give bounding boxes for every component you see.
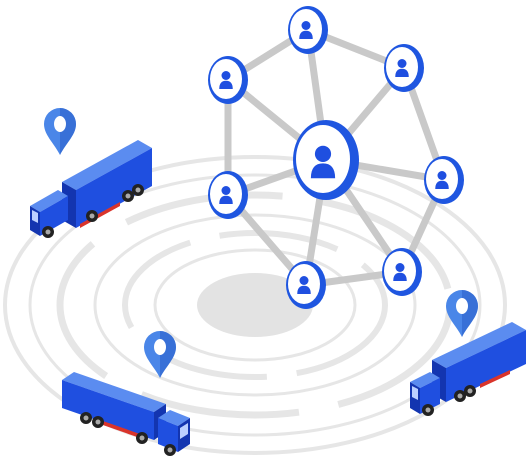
user-node-bottom-right	[382, 248, 422, 296]
user-node-right	[424, 156, 464, 204]
network-nodes	[208, 6, 464, 309]
location-pin-icon	[446, 290, 478, 337]
user-node-left	[208, 171, 248, 219]
user-node-top-left	[208, 56, 248, 104]
ring-5	[122, 230, 388, 380]
ring-6	[153, 248, 357, 362]
location-pin-icon	[44, 108, 76, 155]
ring-4	[93, 213, 417, 397]
delivery-truck-icon	[30, 140, 152, 238]
ring-outer	[3, 155, 507, 455]
user-node-top	[288, 6, 328, 54]
user-node-hub	[293, 120, 359, 200]
delivery-truck-icon	[62, 372, 190, 456]
user-node-top-right	[384, 44, 424, 92]
delivery-truck-icon	[410, 322, 526, 416]
ring-2	[28, 173, 482, 437]
user-node-bottom-left	[286, 261, 326, 309]
center-disc	[197, 273, 313, 337]
